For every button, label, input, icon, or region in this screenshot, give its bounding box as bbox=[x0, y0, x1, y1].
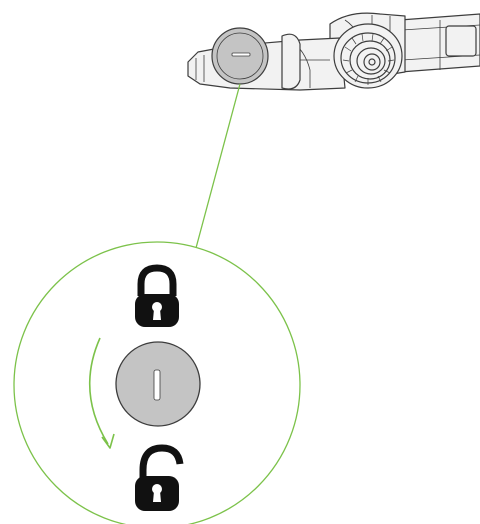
device-lock-knob bbox=[211, 27, 269, 85]
lock-knob bbox=[115, 341, 201, 427]
vacuum-cleaner-head bbox=[187, 12, 480, 91]
locked-padlock-icon bbox=[135, 264, 179, 327]
callout-leader-line bbox=[195, 83, 241, 249]
unlocked-padlock-icon bbox=[135, 444, 184, 511]
rotate-clockwise-arrow bbox=[88, 337, 115, 449]
